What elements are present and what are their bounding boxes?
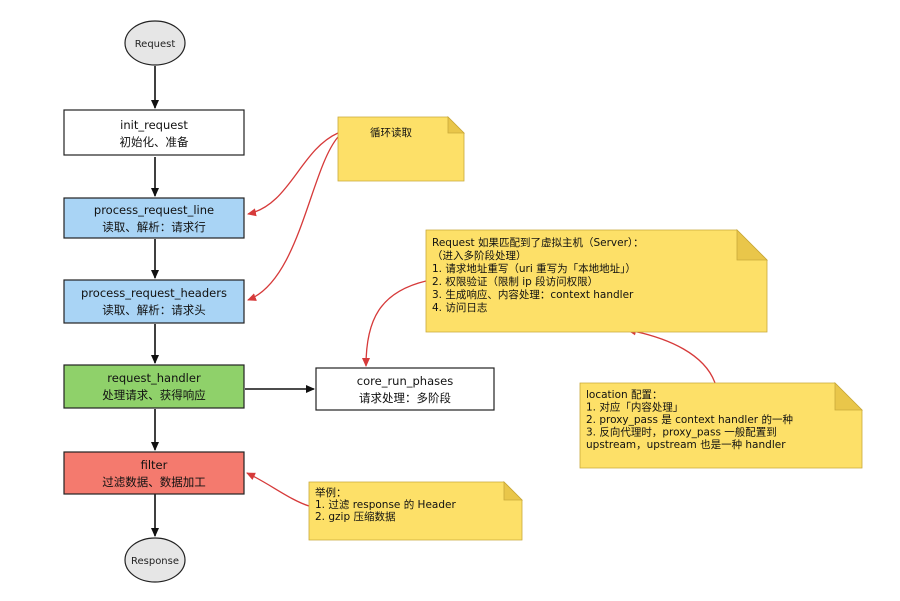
- node-core-run-phases-subtitle: 请求处理：多阶段: [359, 391, 451, 405]
- node-init-request: init_request 初始化、准备: [63, 109, 245, 156]
- note-line: 举例：: [315, 486, 347, 499]
- terminal-request: Request: [124, 20, 186, 66]
- node-init-request-title: init_request: [120, 118, 188, 132]
- node-core-run-phases: core_run_phases 请求处理：多阶段: [315, 367, 495, 411]
- note-server-match: Request 如果匹配到了虚拟主机（Server）： （进入多阶段处理） 1.…: [425, 229, 768, 333]
- note-filter-example: 举例： 1. 过滤 response 的 Header 2. gzip 压缩数据: [308, 481, 523, 541]
- note-line: 1. 过滤 response 的 Header: [315, 498, 456, 511]
- node-process-request-headers-subtitle: 读取、解析：请求头: [102, 303, 206, 317]
- callout-connectors: [246, 132, 716, 507]
- node-filter-subtitle: 过滤数据、数据加工: [102, 475, 206, 489]
- node-process-request-headers: process_request_headers 读取、解析：请求头: [63, 279, 245, 324]
- node-process-request-line-subtitle: 读取、解析：请求行: [102, 220, 206, 234]
- node-request-handler-subtitle: 处理请求、获得响应: [102, 388, 206, 402]
- callout-loop-to-headers: [247, 136, 339, 301]
- node-process-request-headers-title: process_request_headers: [81, 286, 227, 300]
- node-request-handler-title: request_handler: [107, 371, 201, 385]
- note-line: （进入多阶段处理）: [432, 249, 527, 262]
- note-line: upstream，upstream 也是一种 handler: [586, 438, 786, 451]
- node-process-request-line-title: process_request_line: [94, 203, 214, 217]
- note-line: 2. 权限验证（限制 ip 段访问权限）: [432, 275, 598, 288]
- note-line: 循环读取: [370, 126, 412, 139]
- terminal-response: Response: [124, 537, 186, 583]
- note-line: 3. 生成响应、内容处理：context handler: [432, 288, 634, 301]
- flow-connectors: [151, 66, 315, 537]
- note-line: 4. 访问日志: [432, 301, 487, 314]
- callout-loop-to-line: [247, 132, 339, 217]
- note-location-text: location 配置： 1. 对应「内容处理」 2. proxy_pass 是…: [586, 389, 796, 451]
- note-line: 3. 反向代理时，proxy_pass 一般配置到: [586, 426, 777, 439]
- note-filter-example-text: 举例： 1. 过滤 response 的 Header 2. gzip 压缩数据: [315, 486, 459, 523]
- node-filter-title: filter: [141, 458, 168, 472]
- note-loop-read-text: 循环读取: [370, 126, 412, 139]
- note-line: location 配置：: [586, 389, 663, 401]
- note-line: 1. 请求地址重写（uri 重写为「本地地址」）: [432, 262, 636, 275]
- note-server-match-text: Request 如果匹配到了虚拟主机（Server）： （进入多阶段处理） 1.…: [432, 236, 647, 314]
- callout-example-to-filter: [246, 472, 310, 507]
- callout-server-to-phases: [362, 280, 427, 367]
- node-request-handler: request_handler 处理请求、获得响应: [63, 364, 245, 409]
- callout-location-to-server: [627, 327, 716, 384]
- note-line: Request 如果匹配到了虚拟主机（Server）：: [432, 236, 644, 249]
- terminal-response-label: Response: [131, 556, 179, 567]
- node-filter: filter 过滤数据、数据加工: [63, 451, 245, 495]
- note-line: 1. 对应「内容处理」: [586, 401, 683, 414]
- note-line: 2. proxy_pass 是 context handler 的一种: [586, 413, 793, 426]
- node-process-request-line: process_request_line 读取、解析：请求行: [63, 197, 245, 239]
- terminal-request-label: Request: [135, 39, 176, 50]
- note-location: location 配置： 1. 对应「内容处理」 2. proxy_pass 是…: [579, 382, 863, 469]
- node-core-run-phases-title: core_run_phases: [357, 374, 453, 388]
- node-init-request-subtitle: 初始化、准备: [120, 135, 189, 149]
- note-line: 2. gzip 压缩数据: [315, 510, 396, 523]
- note-loop-read: 循环读取: [337, 116, 465, 182]
